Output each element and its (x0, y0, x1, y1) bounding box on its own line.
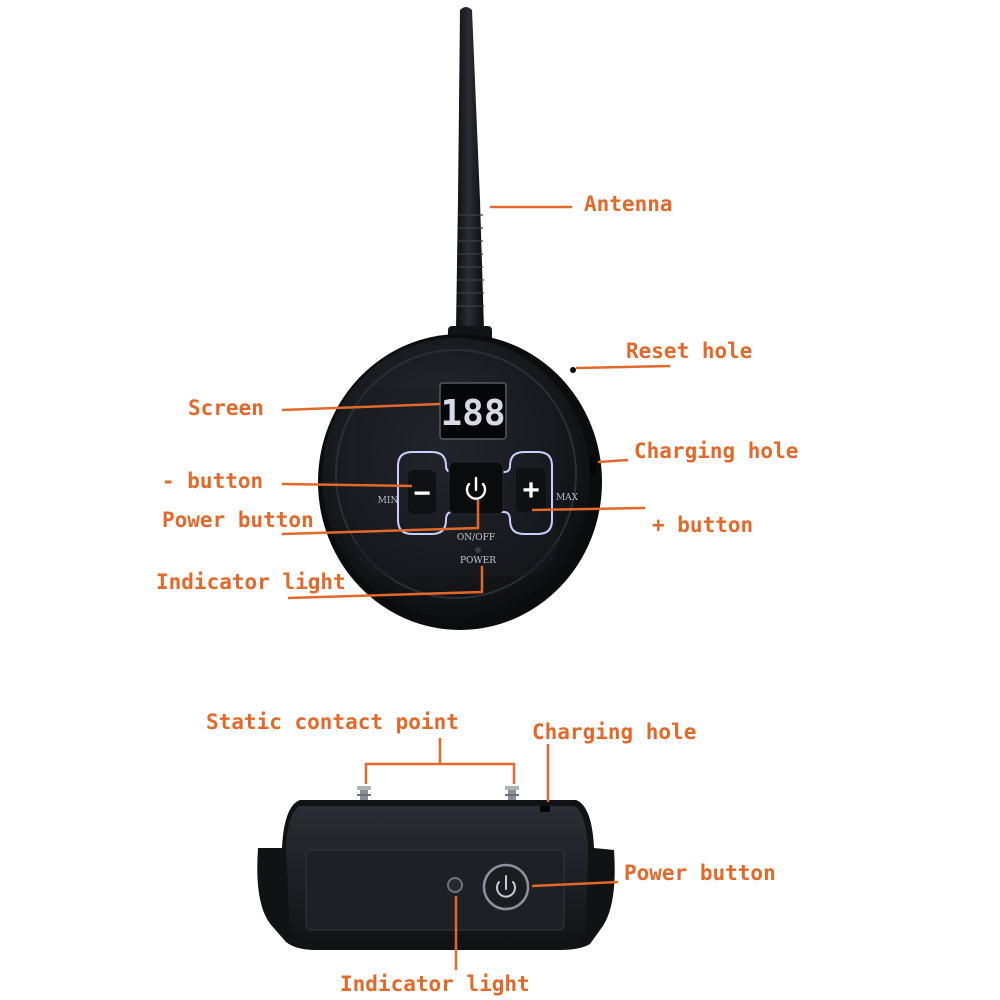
min-label: MIN (378, 496, 399, 506)
screen-leader (281, 402, 441, 412)
static-contact-point-label: Static contact point (206, 710, 459, 734)
indicator-light-leader (287, 566, 484, 600)
reset-hole (570, 367, 576, 373)
indicator-light (475, 547, 481, 553)
power-icon (496, 875, 516, 898)
receiver-power-button-leader (531, 880, 619, 888)
static-contact-point-leader (364, 762, 516, 784)
power-icon (465, 476, 487, 500)
static-contact-point-right (505, 786, 519, 808)
screen-label: Screen (188, 396, 264, 420)
receiver: Static contact point Charging hole Power… (206, 710, 776, 996)
static-contact-point-left (357, 786, 371, 808)
receiver-leader-lines (364, 738, 619, 970)
charging-hole (590, 456, 596, 474)
transmitter-leader-lines (281, 205, 671, 600)
receiver-charging-hole-label: Charging hole (532, 720, 696, 744)
charging-hole-label: Charging hole (634, 439, 798, 463)
plus-button-label: + button (652, 513, 753, 537)
receiver-indicator-light (447, 877, 463, 893)
plus-button[interactable]: + (516, 468, 546, 512)
max-label: MAX (556, 493, 579, 503)
antenna-label: Antenna (584, 192, 673, 216)
reset-hole-label: Reset hole (626, 339, 752, 363)
minus-button[interactable]: − (408, 470, 436, 514)
receiver-power-button-label: Power button (624, 861, 776, 885)
screen-reading: 188 (440, 393, 505, 434)
receiver-power-button[interactable] (482, 863, 530, 911)
minus-button-label: - button (162, 469, 263, 493)
power-button-leader (281, 500, 480, 536)
receiver-indicator-light-label: Indicator light (340, 972, 530, 996)
power-text: POWER (460, 556, 496, 566)
screen: 188 (439, 382, 507, 440)
reset-hole-leader (575, 364, 671, 370)
minus-symbol: − (413, 477, 431, 510)
indicator-light-label: Indicator light (156, 570, 346, 594)
minus-button-leader (281, 482, 413, 488)
charging-hole-leader (597, 458, 629, 464)
receiver-body (257, 800, 615, 950)
transmitter: 188 − MIN + MAX ON/OFF POWER (156, 7, 798, 630)
on-off-label: ON/OFF (457, 533, 495, 543)
plus-button-leader (531, 506, 646, 512)
plus-symbol: + (522, 474, 540, 507)
antenna (448, 7, 492, 344)
power-button[interactable] (448, 461, 504, 515)
power-button-label: Power button (162, 508, 314, 532)
receiver-charging-hole (540, 806, 550, 812)
